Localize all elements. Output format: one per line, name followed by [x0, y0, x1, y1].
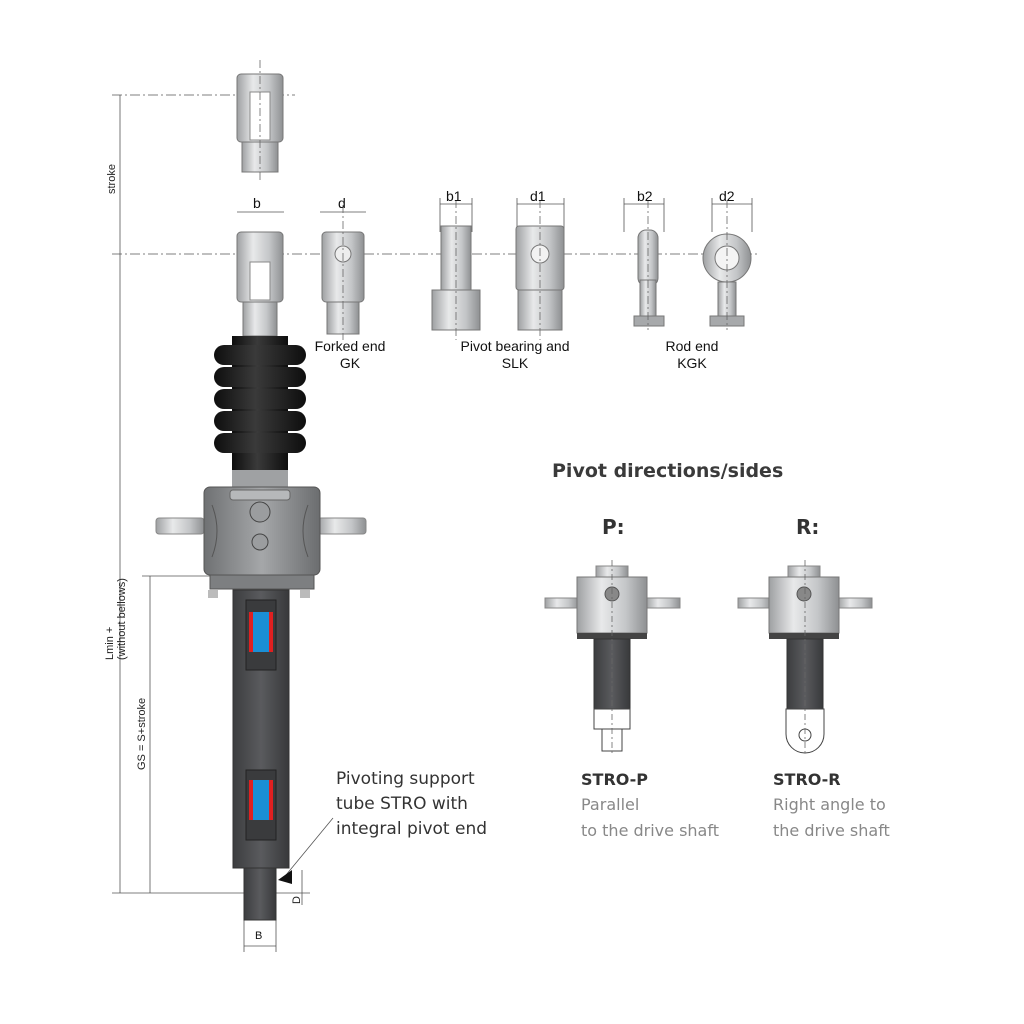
stro-p-desc-line1: Parallel [581, 795, 640, 814]
forked-end-label-line1: Forked end [314, 338, 386, 354]
pivot-bearing-slk [431, 200, 565, 340]
rod-end-kgk [633, 200, 752, 330]
support-tube [232, 589, 292, 921]
dim-D: D [291, 896, 303, 904]
bellows [214, 336, 306, 488]
dim-b2: b2 [637, 188, 653, 204]
dim-d2: d2 [719, 188, 735, 204]
stro-r-description: Right angle to the drive shaft [773, 792, 890, 844]
callout-line3: integral pivot end [336, 819, 488, 839]
stro-r-desc-line2: the drive shaft [773, 821, 890, 840]
stro-r-title: STRO-R [773, 770, 841, 789]
stro-p-description: Parallel to the drive shaft [581, 792, 719, 844]
stro-p-illustration [544, 560, 681, 756]
pivot-bearing-label-line1: Pivot bearing and [460, 338, 570, 354]
pivot-section-heading: Pivot directions/sides [552, 460, 784, 482]
gear-housing [155, 486, 367, 598]
stro-p-desc-line2: to the drive shaft [581, 821, 719, 840]
forked-end-mounted [236, 231, 284, 337]
rod-end-label-line2: KGK [677, 355, 707, 371]
pivot-bearing-label: Pivot bearing and SLK [440, 338, 590, 372]
p-label: P: [602, 515, 625, 539]
pivot-bearing-label-line2: SLK [501, 355, 529, 371]
dim-gs: GS = S+stroke [136, 697, 148, 770]
stro-r-illustration [737, 560, 873, 756]
callout-line1: Pivoting support [336, 769, 475, 789]
dim-lmin-line1: Lmin + [104, 626, 116, 660]
dim-stroke: stroke [106, 164, 118, 194]
dim-b: b [253, 195, 261, 211]
forked-end-gk [321, 205, 365, 340]
forked-end-label: Forked end GK [290, 338, 410, 372]
forked-end-extended [236, 60, 284, 180]
dim-b1: b1 [446, 188, 462, 204]
stro-r-desc-line1: Right angle to [773, 795, 886, 814]
dim-B: B [255, 930, 263, 942]
callout-line2: tube STRO with [336, 794, 468, 814]
rod-end-label: Rod end KGK [640, 338, 744, 372]
r-label: R: [796, 515, 820, 539]
dim-d: d [338, 195, 346, 211]
dim-d1: d1 [530, 188, 546, 204]
dim-lmin-line2: (without bellows) [116, 578, 128, 660]
rod-end-label-line1: Rod end [665, 338, 719, 354]
forked-end-label-line2: GK [339, 355, 361, 371]
support-tube-callout: Pivoting support tube STRO with integral… [336, 767, 487, 842]
dim-lmin: Lmin + (without bellows) [104, 578, 128, 660]
stro-p-title: STRO-P [581, 770, 649, 789]
